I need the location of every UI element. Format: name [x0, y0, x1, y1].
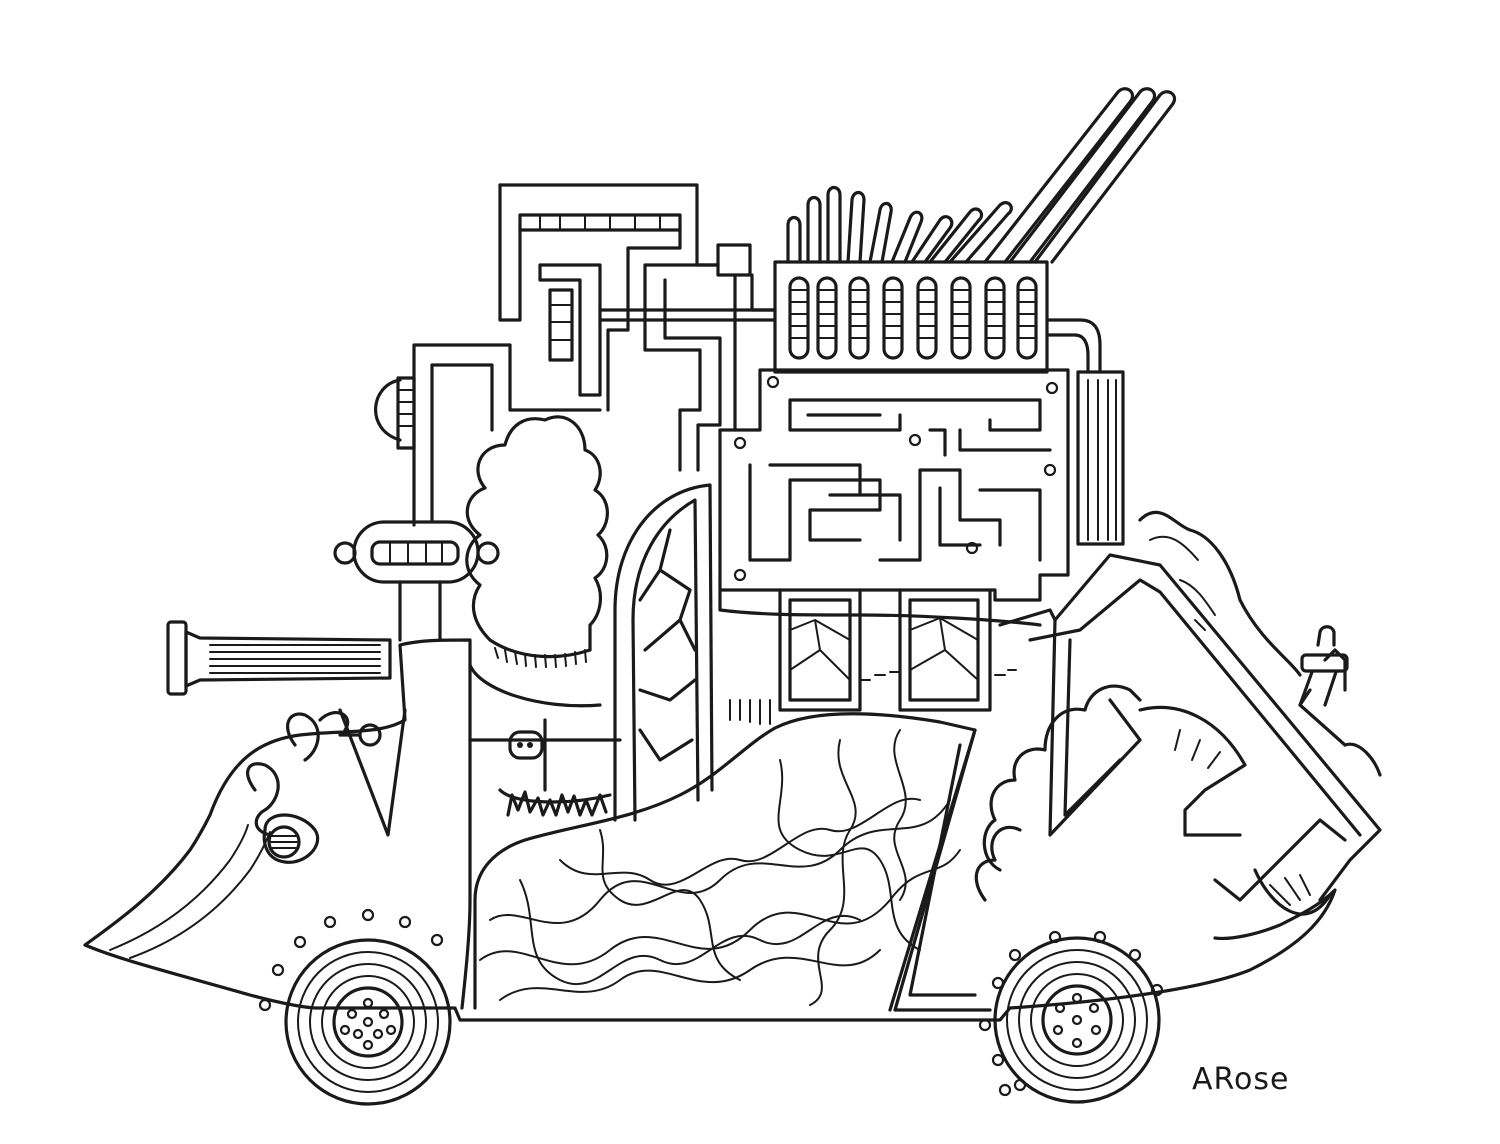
car-body — [83, 638, 1337, 1022]
arched-window — [613, 483, 714, 822]
exhaust-pipes — [786, 87, 1177, 264]
rear-wheel — [978, 930, 1164, 1104]
side-piston — [166, 620, 392, 696]
nose-decorations — [246, 708, 407, 864]
left-tower — [374, 343, 602, 527]
mid-tank — [468, 718, 622, 817]
maze-panel — [718, 368, 1070, 602]
lower-windows — [718, 588, 1042, 725]
front-wheel — [258, 908, 452, 1106]
vent-panel — [1076, 370, 1125, 546]
grill-face — [333, 520, 500, 642]
artist-signature: ARose — [1192, 1062, 1290, 1097]
machine-block — [773, 260, 1102, 374]
pipe-maze-top — [498, 183, 777, 472]
scribble-panel — [473, 712, 977, 1012]
cloud-tree — [465, 415, 609, 708]
right-assembly — [893, 510, 1382, 1012]
